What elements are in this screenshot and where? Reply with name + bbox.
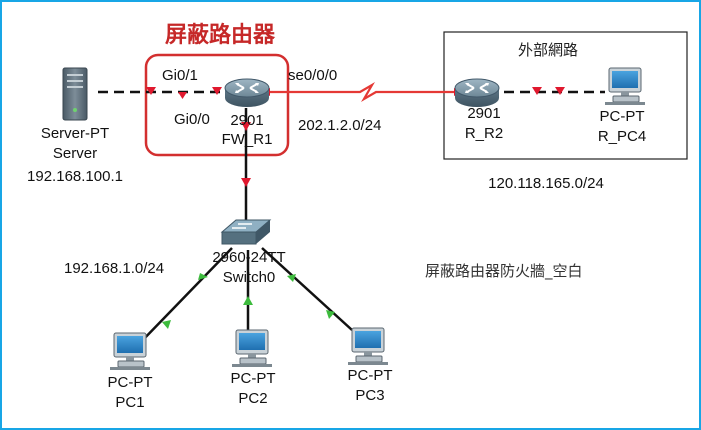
router-icon — [454, 78, 500, 108]
server-name-label: Server — [53, 145, 97, 162]
fw-se000-label: se0/0/0 — [288, 67, 337, 84]
r-r2-type-label: 2901 — [467, 105, 500, 122]
switch0-device[interactable] — [220, 219, 272, 245]
external-network-label: 外部網路 — [518, 41, 578, 59]
r-pc4-name-label: R_PC4 — [598, 128, 646, 145]
link-switch-pc1 — [137, 247, 233, 346]
lan-network-label: 192.168.1.0/24 — [64, 260, 164, 277]
pc-icon — [347, 327, 389, 366]
pc1-device[interactable] — [109, 332, 151, 371]
switch0-name-label: Switch0 — [223, 269, 276, 286]
server-ip-label: 192.168.100.1 — [27, 168, 123, 185]
fw-gi01-label: Gi0/1 — [162, 67, 198, 84]
external-network-address: 120.118.165.0/24 — [488, 175, 604, 192]
pc-icon — [231, 329, 273, 368]
fw-r1-router[interactable] — [224, 78, 270, 108]
r-pc4-device[interactable] — [604, 67, 646, 106]
diagram-caption: 屏蔽路由器防火牆_空白 — [425, 262, 583, 281]
r-r2-name-label: R_R2 — [465, 125, 503, 142]
external-network-box — [443, 31, 688, 160]
serial-link-fw-r2 — [270, 81, 462, 103]
pc2-type-label: PC-PT — [231, 370, 276, 387]
server-type-label: Server-PT — [41, 125, 109, 142]
wan-network-label: 202.1.2.0/24 — [298, 117, 381, 134]
pc2-name-label: PC2 — [238, 390, 267, 407]
fw-r1-name-label: FW_R1 — [222, 131, 273, 148]
server-device[interactable] — [62, 67, 88, 121]
fw-gi00-label: Gi0/0 — [174, 111, 210, 128]
link-switch-pc3 — [261, 247, 353, 331]
pc3-device[interactable] — [347, 327, 389, 366]
router-icon — [224, 78, 270, 108]
r-pc4-type-label: PC-PT — [600, 108, 645, 125]
pc-icon — [109, 332, 151, 371]
pc-icon — [604, 67, 646, 106]
pc1-type-label: PC-PT — [108, 374, 153, 391]
pc3-name-label: PC3 — [355, 387, 384, 404]
link-status-markers — [146, 87, 565, 329]
switch-icon — [220, 219, 272, 245]
firewall-highlight-box — [144, 53, 290, 157]
fw-r1-type-label: 2901 — [230, 112, 263, 129]
pc1-name-label: PC1 — [115, 394, 144, 411]
diagram-title: 屏蔽路由器 — [165, 22, 276, 48]
r-r2-router[interactable] — [454, 78, 500, 108]
switch0-type-label: 2960-24TT — [212, 249, 285, 266]
pc3-type-label: PC-PT — [348, 367, 393, 384]
pc2-device[interactable] — [231, 329, 273, 368]
